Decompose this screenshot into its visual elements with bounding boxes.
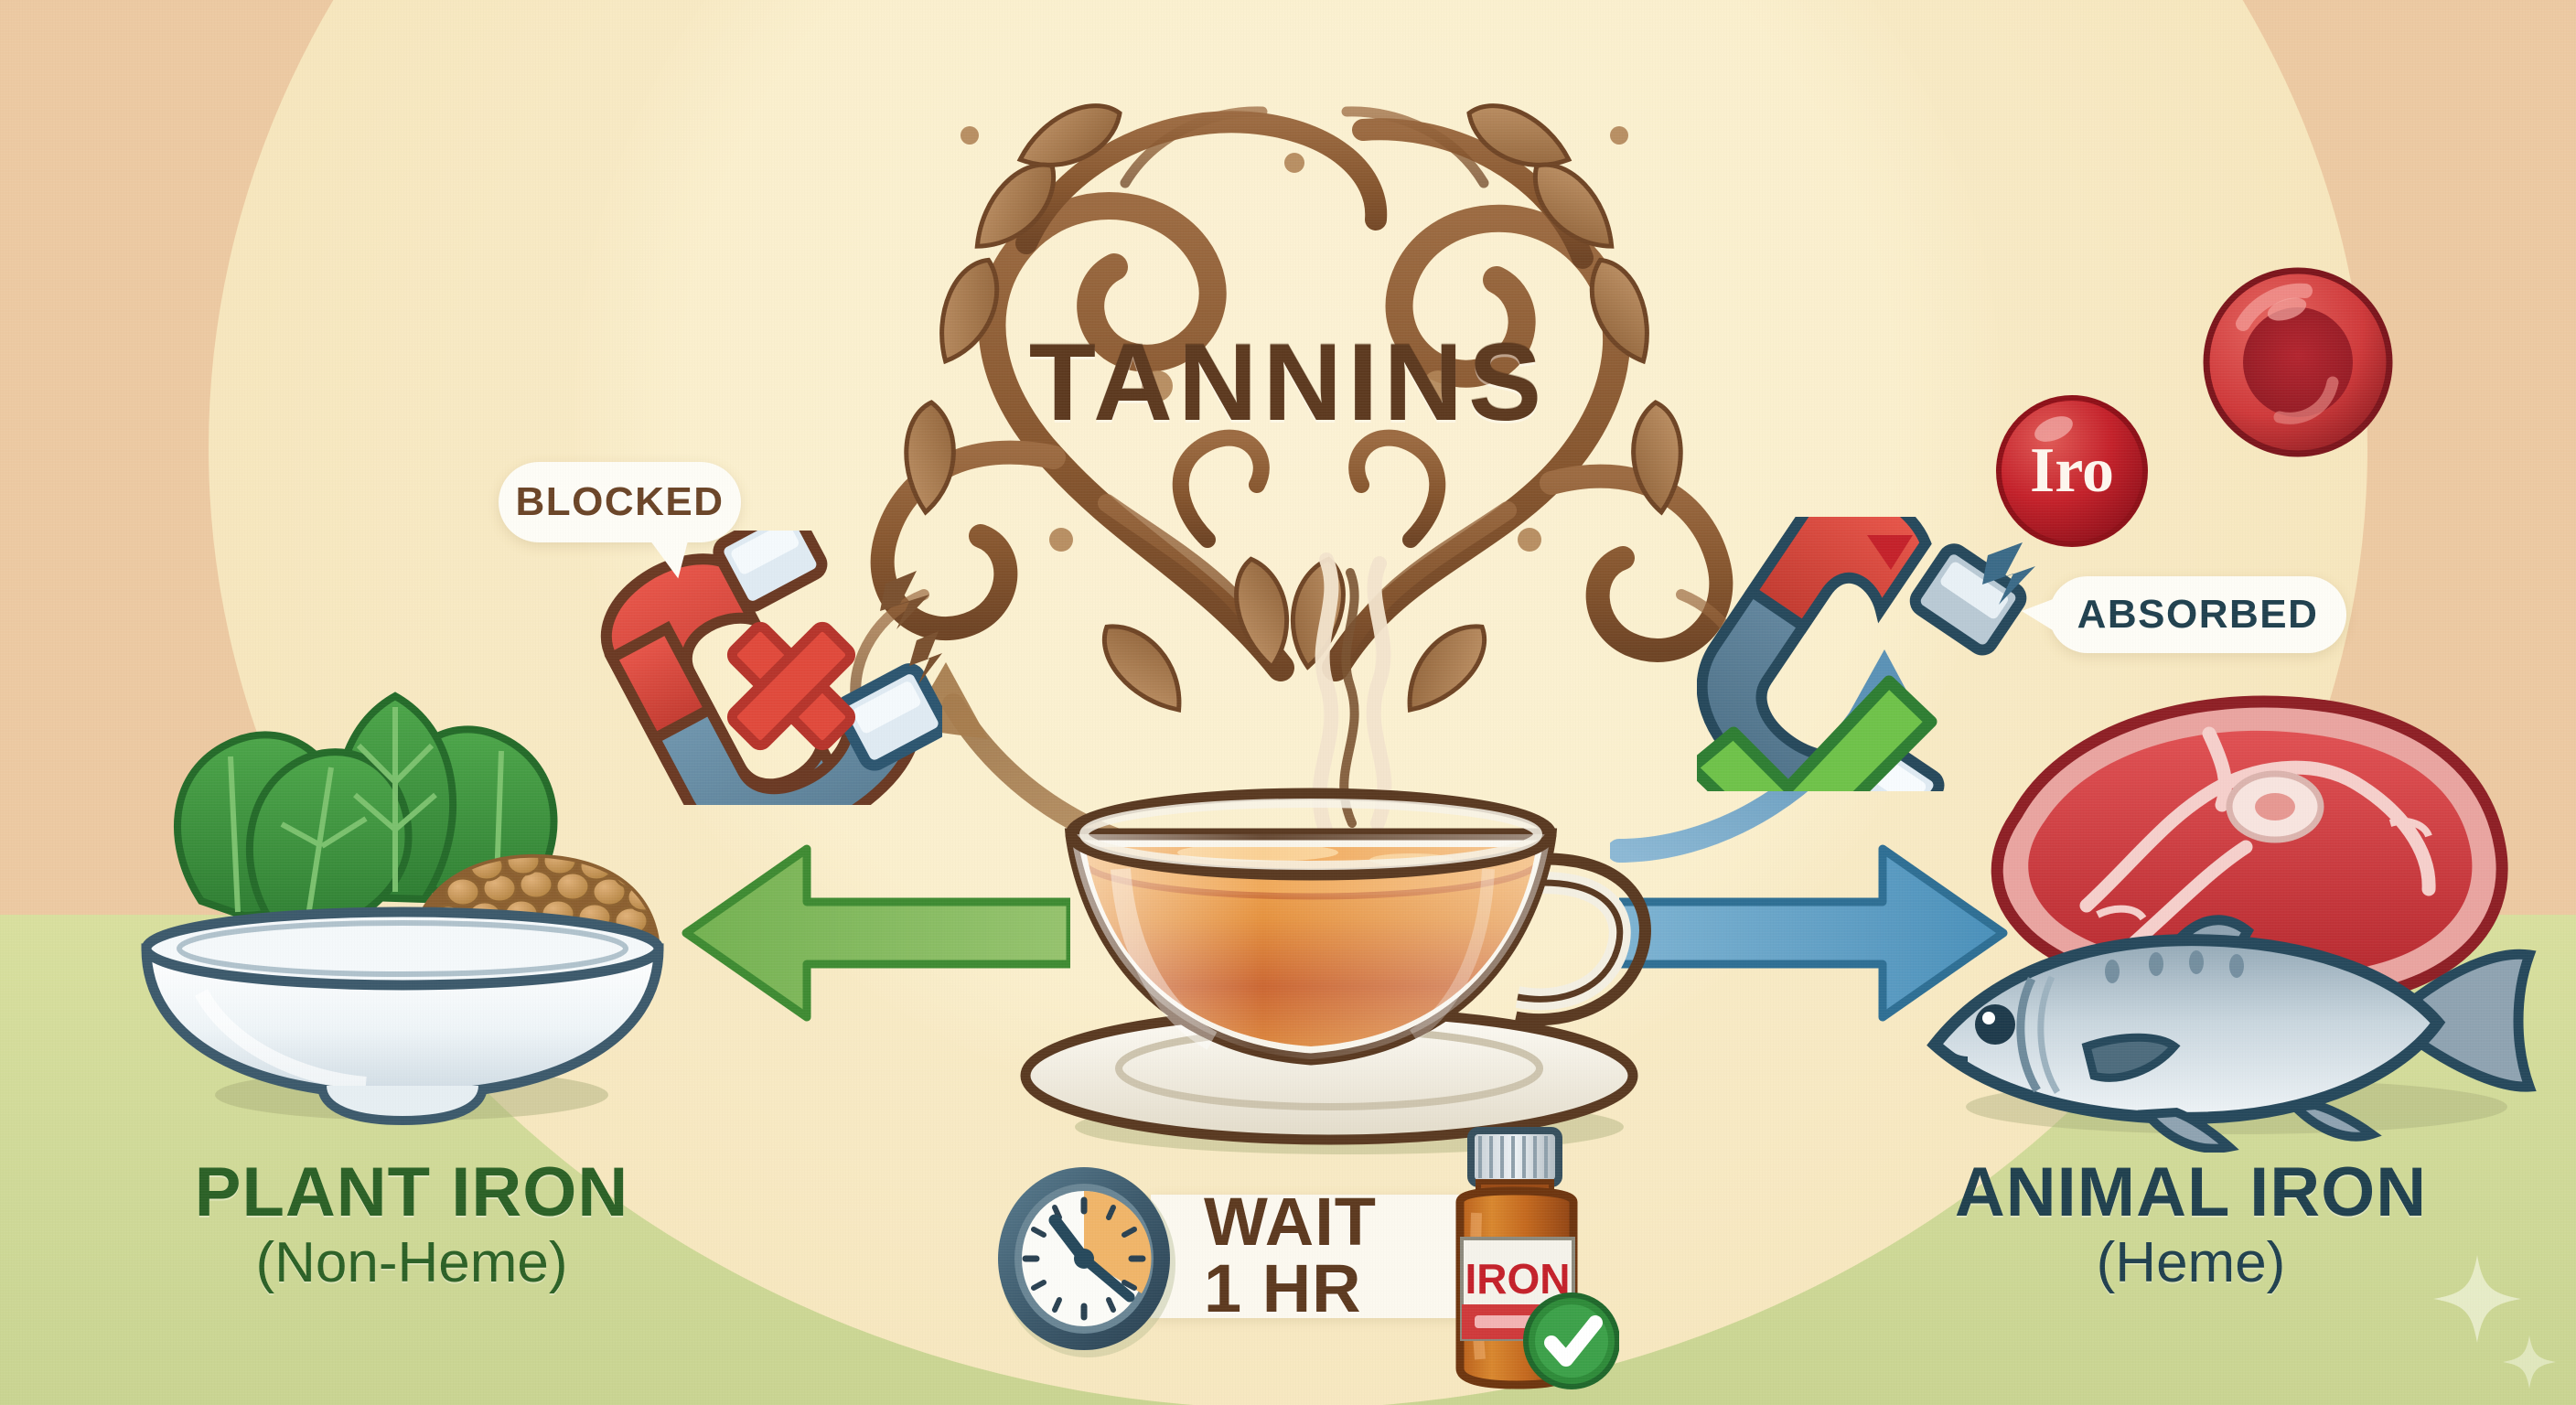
iron-badge-label: Iro (2030, 435, 2114, 506)
wait-line-1: WAIT (1204, 1184, 1377, 1260)
animal-iron-label-group: ANIMAL IRON (Heme) (1811, 1157, 2571, 1292)
wait-instruction-card (1151, 1195, 1462, 1318)
iron-molecule-badge[interactable]: Iro (1990, 389, 2154, 553)
animal-iron-arrow (1619, 844, 2008, 1022)
steam-wisps (1312, 552, 1392, 840)
iron-supplement-bottle: IRON (1455, 1127, 1619, 1389)
red-blood-cell-icon (2203, 267, 2393, 457)
blocked-magnet-icon (600, 531, 942, 805)
blocked-callout-label: BLOCKED (515, 479, 724, 524)
green-check-icon (1523, 1292, 1619, 1389)
tannin-swirl-ornament (850, 103, 1755, 713)
absorbed-callout-bubble: ABSORBED (2022, 576, 2346, 653)
plant-iron-subtitle: (Non-Heme) (255, 1230, 568, 1294)
bubble-tail (648, 532, 697, 582)
blocked-callout-bubble: BLOCKED (499, 462, 741, 582)
absorbed-magnet-icon (1697, 517, 2035, 791)
bubble-tail (2022, 596, 2060, 635)
wait-line-2: 1 HR (1204, 1249, 1362, 1326)
animal-iron-subtitle: (Heme) (2096, 1230, 2286, 1294)
animal-iron-title: ANIMAL IRON (1954, 1153, 2428, 1231)
cup-of-tea (1020, 788, 1651, 1154)
plant-iron-arrow (682, 844, 1070, 1022)
animal-iron-foods (1927, 695, 2537, 1153)
wait-instruction-text: WAIT 1 HR (1204, 1184, 1442, 1326)
absorbed-callout-label: ABSORBED (2077, 592, 2319, 637)
bottle-label: IRON (1465, 1255, 1571, 1303)
page-title: TANNINS (1028, 321, 1548, 444)
clock-icon (998, 1167, 1175, 1357)
plant-iron-food-bowl (141, 692, 664, 1126)
plant-iron-title: PLANT IRON (194, 1153, 629, 1231)
plant-iron-label-group: PLANT IRON (Non-Heme) (46, 1157, 778, 1292)
